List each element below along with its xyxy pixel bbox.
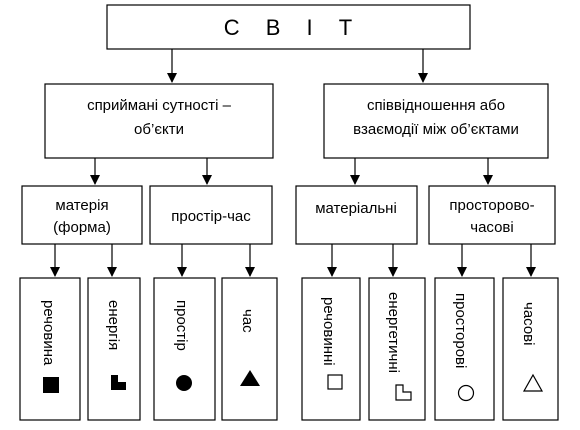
energetic-label: енергетичні — [385, 292, 402, 373]
spatiotemporal-box — [428, 185, 556, 245]
outline-square-icon — [327, 374, 343, 390]
spatial-label: просторові — [452, 293, 469, 368]
root-label: С В І Т — [224, 15, 362, 40]
temporal-box — [502, 277, 559, 421]
node-material: матеріальні — [295, 185, 418, 245]
material-label: матеріальні — [315, 200, 397, 217]
leaf-time: час — [221, 277, 278, 421]
spatiotemporal-label-line-1: просторово- — [449, 197, 534, 214]
substantial-label: речовинні — [320, 297, 337, 366]
substantial-box — [301, 277, 361, 421]
outline-circle-icon — [457, 384, 475, 402]
relations-box — [323, 83, 549, 159]
node-matter: матерія (форма) — [21, 185, 143, 245]
substance-label: речовина — [40, 300, 57, 366]
energy-box — [87, 277, 141, 421]
outline-l-shape-icon — [395, 384, 412, 401]
node-perceived-objects: сприймані сутності – об’єкти — [44, 83, 274, 159]
root-box — [106, 4, 471, 50]
node-spacetime: простір-час — [149, 185, 273, 245]
objects-label-line-2: об’єкти — [134, 121, 184, 138]
leaf-temporal: часові — [502, 277, 559, 421]
energy-label: енергія — [105, 300, 122, 350]
node-spatiotemporal: просторово- часові — [428, 185, 556, 245]
relations-label-line-2: взаємодії між об’єктами — [353, 121, 519, 138]
node-relations: співвідношення або взаємодії між об’єкта… — [323, 83, 549, 159]
connectors — [50, 49, 536, 277]
root-node: С В І Т — [106, 4, 471, 50]
objects-box — [44, 83, 274, 159]
spatiotemporal-label-line-2: часові — [470, 219, 513, 236]
matter-label-line-2: (форма) — [53, 219, 111, 236]
matter-box — [21, 185, 143, 245]
filled-square-icon — [43, 377, 59, 393]
energetic-box — [368, 277, 426, 421]
objects-label-line-1: сприймані сутності – — [87, 97, 232, 114]
leaf-substance: речовина — [19, 277, 81, 421]
leaf-space: простір — [153, 277, 216, 421]
substance-box — [19, 277, 81, 421]
matter-label-line-1: матерія — [55, 197, 108, 214]
time-box — [221, 277, 278, 421]
leaf-energy: енергія — [87, 277, 141, 421]
time-label: час — [239, 309, 256, 333]
filled-l-shape-icon — [111, 375, 126, 390]
leaf-energetic: енергетичні — [368, 277, 426, 421]
leaf-substantial: речовинні — [301, 277, 361, 421]
space-box — [153, 277, 216, 421]
filled-triangle-icon — [240, 370, 260, 386]
filled-circle-icon — [176, 375, 192, 391]
spacetime-box — [149, 185, 273, 245]
space-label: простір — [173, 300, 190, 351]
spacetime-label: простір-час — [171, 208, 251, 225]
leaf-spatial: просторові — [434, 277, 495, 421]
temporal-label: часові — [520, 302, 537, 345]
relations-label-line-1: співвідношення або — [367, 97, 505, 114]
material-box — [295, 185, 418, 245]
outline-triangle-icon — [522, 373, 544, 392]
